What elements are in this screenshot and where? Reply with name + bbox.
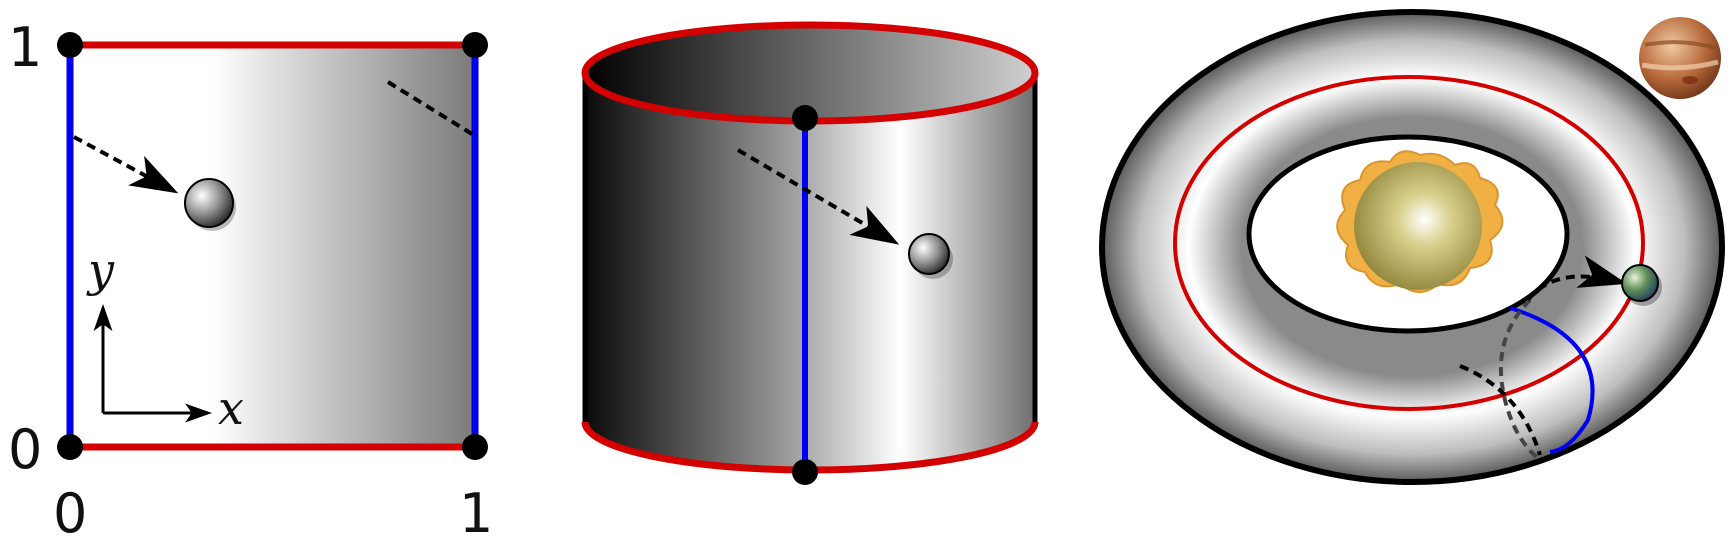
x-tick-right: 1 (459, 482, 493, 541)
trajectory-exit-dashed (386, 80, 474, 136)
seam-dot-bottom (792, 459, 818, 485)
corner-dot (57, 434, 83, 460)
y-tick-top: 1 (8, 16, 42, 79)
corner-dot (462, 32, 488, 58)
torus-meridian-dashed-back (1498, 298, 1542, 462)
cylinder-body (585, 73, 1035, 470)
ball-icon (908, 233, 950, 275)
corner-dot (462, 434, 488, 460)
torus-meridian-blue (1509, 306, 1595, 454)
earth-body (1621, 264, 1659, 302)
x-tick-left: 0 (53, 482, 87, 541)
unit-square-panel: y x 1 0 0 1 (8, 16, 493, 541)
jupiter-spot (1682, 76, 1698, 84)
axis-y-label: y (86, 243, 115, 297)
corner-dot (57, 32, 83, 58)
torus-orbit-red (1173, 75, 1645, 411)
seam-dot-top (792, 105, 818, 131)
square-fill (70, 45, 475, 447)
trajectory-enter-arrow (73, 135, 179, 194)
cylinder-panel (581, 21, 1039, 485)
jupiter-icon (1639, 17, 1721, 99)
axis-x-label: x (218, 381, 244, 435)
ball-icon (184, 178, 234, 228)
jupiter-band (1641, 59, 1719, 71)
cylinder-top-opening (585, 25, 1035, 121)
sun-core (1354, 162, 1482, 290)
trajectory-dashed-lower (1459, 364, 1542, 456)
sun-icon (1336, 150, 1504, 293)
jupiter-body (1639, 17, 1721, 99)
torus-panel (1099, 9, 1725, 485)
y-tick-bottom: 0 (8, 418, 42, 481)
jupiter-band (1644, 40, 1717, 50)
earth-icon (1621, 264, 1662, 306)
